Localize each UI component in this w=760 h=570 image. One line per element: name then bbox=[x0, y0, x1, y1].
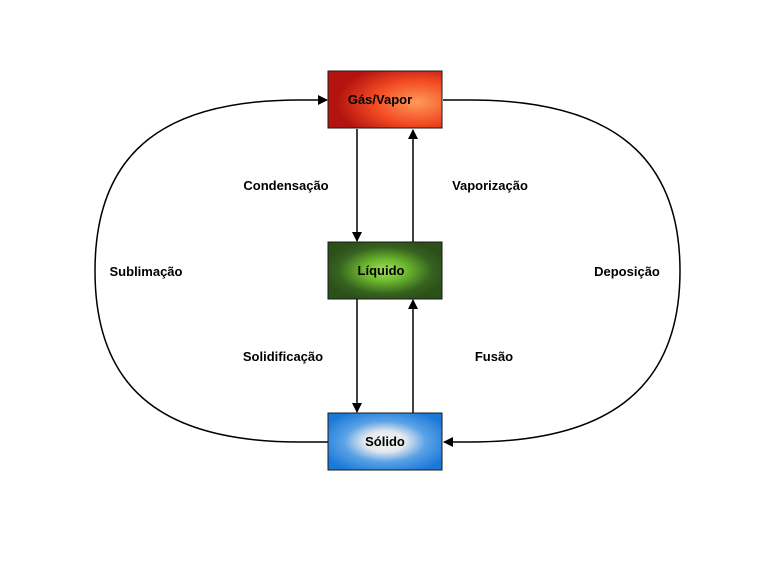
condensation-label: Condensação bbox=[243, 178, 328, 193]
solid-state-label: Sólido bbox=[365, 434, 405, 449]
fusion-label: Fusão bbox=[475, 349, 513, 364]
vaporization-label: Vaporização bbox=[452, 178, 528, 193]
gas-state-label: Gás/Vapor bbox=[348, 92, 412, 107]
liquid-state-box: Líquido bbox=[327, 241, 443, 300]
sublimation-arrow bbox=[94, 95, 328, 443]
gas-state-box: Gás/Vapor bbox=[327, 70, 443, 129]
solid-state-box: Sólido bbox=[327, 412, 443, 471]
sublimation-label: Sublimação bbox=[110, 264, 183, 279]
liquid-state-label: Líquido bbox=[358, 263, 405, 278]
solidification-label: Solidificação bbox=[243, 349, 323, 364]
deposition-label: Deposição bbox=[594, 264, 660, 279]
deposition-arrow bbox=[443, 99, 681, 447]
